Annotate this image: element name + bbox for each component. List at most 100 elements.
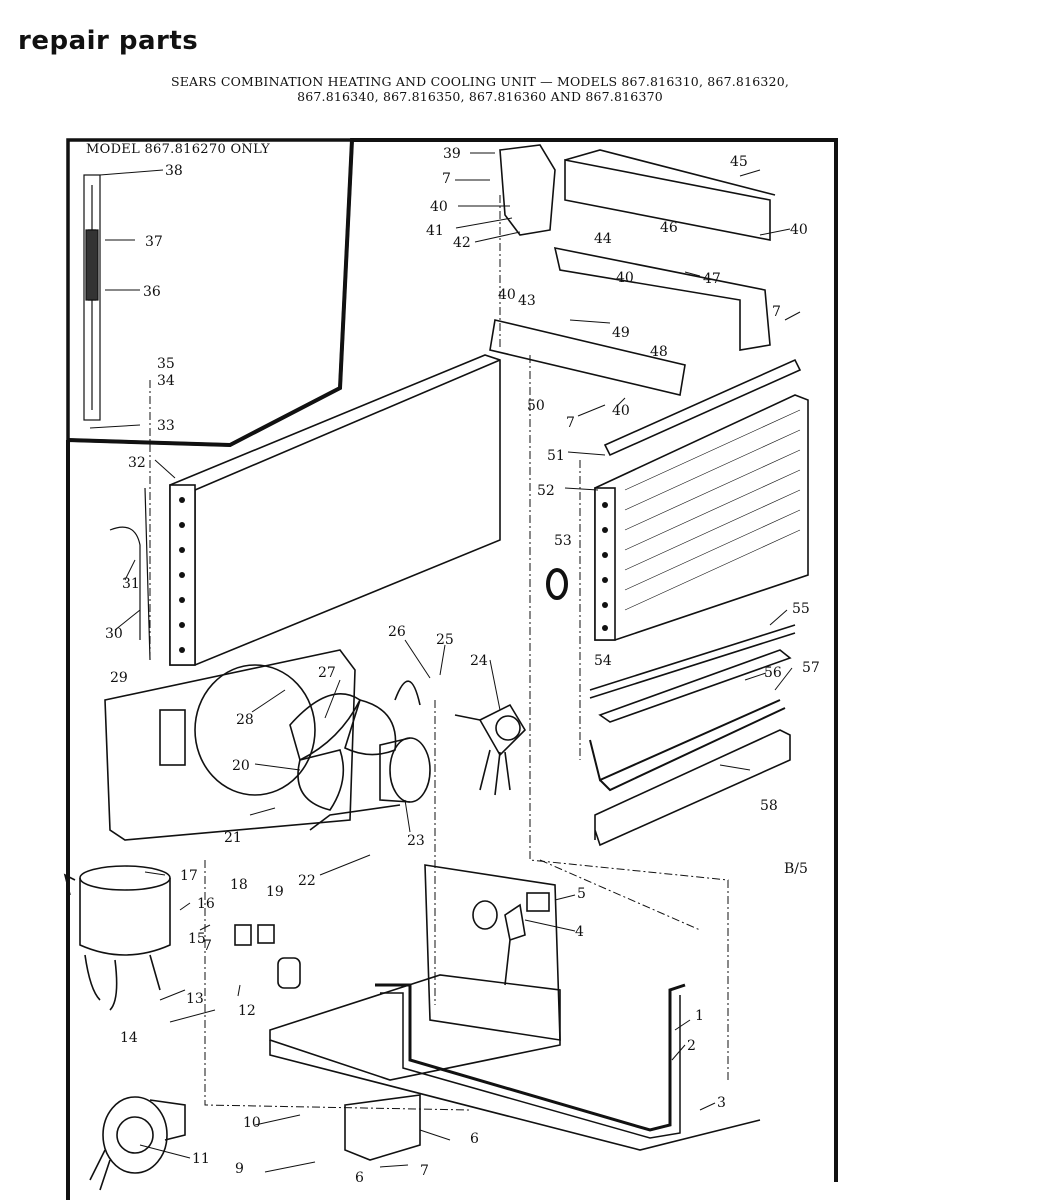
part-label-57: 57	[802, 660, 820, 676]
part-label-27: 27	[318, 665, 336, 681]
part-label-40: 40	[612, 403, 630, 419]
part-label-14: 14	[120, 1030, 138, 1046]
part-label-54: 54	[594, 653, 612, 669]
selector-switch	[472, 900, 498, 930]
bracket-39	[499, 144, 556, 236]
part-label-33: 33	[157, 418, 175, 434]
part-label-55: 55	[792, 601, 810, 617]
part-label-17: 17	[180, 868, 198, 884]
capillary-tube	[109, 487, 151, 661]
part-label-6: 6	[355, 1170, 364, 1186]
relay-19	[257, 924, 275, 944]
condenser-fins	[624, 409, 801, 611]
part-label-24: 24	[470, 653, 488, 669]
part-label-2: 2	[687, 1038, 696, 1054]
part-label-42: 42	[453, 235, 471, 251]
part-label-53: 53	[554, 533, 572, 549]
part-label-7: 7	[772, 304, 781, 320]
inset-title: MODEL 867.816270 ONLY	[86, 142, 270, 157]
part-label-37: 37	[145, 234, 163, 250]
control-plate-4	[424, 864, 561, 1041]
part-label-22: 22	[298, 873, 316, 889]
drain-bar-55	[598, 649, 792, 723]
part-label-23: 23	[407, 833, 425, 849]
compressor	[63, 865, 171, 1011]
control-box-48	[553, 246, 771, 351]
condenser-coil	[594, 394, 809, 641]
capacitor-12	[277, 957, 301, 989]
part-label-45: 45	[730, 154, 748, 170]
part-label-26: 26	[388, 624, 406, 640]
part-label-13: 13	[186, 991, 204, 1007]
leader-lines	[89, 152, 801, 1173]
part-label-58: 58	[760, 798, 778, 814]
part-label-4: 4	[575, 924, 584, 940]
guide-lines	[149, 195, 729, 1111]
part-label-47: 47	[703, 271, 721, 287]
part-label-44: 44	[594, 231, 612, 247]
part-label-16: 16	[197, 896, 215, 912]
part-label-39: 39	[443, 146, 461, 162]
subtitle-line-2: 867.816340, 867.816350, 867.816360 AND 8…	[297, 89, 663, 104]
part-label-40: 40	[616, 270, 634, 286]
part-label-32: 32	[128, 455, 146, 471]
part-label-3: 3	[717, 1095, 726, 1111]
fan-orifice	[194, 664, 316, 796]
part-label-46: 46	[660, 220, 678, 236]
part-label-28: 28	[236, 712, 254, 728]
part-label-7: 7	[566, 415, 575, 431]
part-label-48: 48	[650, 344, 668, 360]
switch-5	[526, 892, 550, 912]
cover-45	[564, 149, 776, 241]
bracket-54	[589, 624, 796, 699]
part-label-1: 1	[695, 1008, 704, 1024]
evaporator-coil	[169, 354, 501, 666]
base-pan-58	[594, 729, 791, 847]
part-label-6: 6	[470, 1131, 479, 1147]
part-label-31: 31	[122, 576, 140, 592]
control-panel-50	[489, 319, 686, 396]
part-label-52: 52	[537, 483, 555, 499]
part-label-9: 9	[235, 1161, 244, 1177]
shroud-bracket	[159, 709, 186, 766]
part-label-40: 40	[430, 199, 448, 215]
part-label-12: 12	[238, 1003, 256, 1019]
tubing-2	[375, 983, 686, 1132]
inset-border	[66, 138, 354, 447]
part-label-51: 51	[547, 448, 565, 464]
part-label-35: 35	[157, 356, 175, 372]
part-label-11: 11	[192, 1151, 210, 1167]
bracket-6	[344, 1094, 421, 1161]
part-label-36: 36	[143, 284, 161, 300]
part-label-7: 7	[442, 171, 451, 187]
fan-shroud	[104, 649, 356, 841]
thermostat-4	[504, 903, 526, 986]
part-label-25: 25	[436, 632, 454, 648]
part-label-19: 19	[266, 884, 284, 900]
heater-coil	[589, 699, 786, 792]
diagram-subtitle: SEARS COMBINATION HEATING AND COOLING UN…	[60, 74, 900, 104]
page-title: repair parts	[18, 26, 199, 56]
part-label-41: 41	[426, 223, 444, 239]
subtitle-line-1: SEARS COMBINATION HEATING AND COOLING UN…	[170, 74, 790, 89]
part-label-21: 21	[224, 830, 242, 846]
part-label-56: 56	[764, 665, 782, 681]
part-label-20: 20	[232, 758, 250, 774]
part-label-5: 5	[577, 886, 586, 902]
part-label-40: 40	[790, 222, 808, 238]
blower-motor	[89, 1096, 186, 1191]
part-label-15: 15	[188, 931, 206, 947]
reference-code: B/5	[784, 861, 808, 877]
part-label-7: 7	[203, 938, 212, 954]
tubing-2b	[380, 992, 681, 1139]
part-label-7: 7	[420, 1163, 429, 1179]
relay-18	[234, 924, 252, 946]
fan-motor	[309, 680, 431, 831]
part-label-40: 40	[498, 287, 516, 303]
part-label-30: 30	[105, 626, 123, 642]
part-label-29: 29	[110, 670, 128, 686]
part-label-18: 18	[230, 877, 248, 893]
part-label-38: 38	[165, 163, 183, 179]
condenser-coil-bends	[602, 502, 608, 631]
